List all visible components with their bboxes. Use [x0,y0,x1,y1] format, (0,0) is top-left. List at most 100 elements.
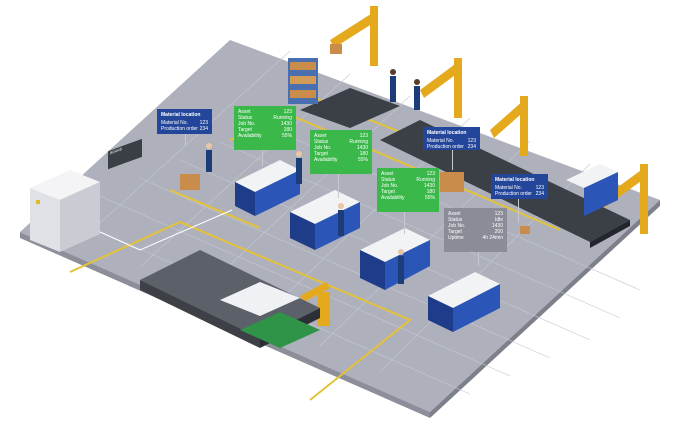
card-field-label: Status [314,139,329,145]
floor-edge-right [430,200,660,418]
card-field-value: 180 [359,151,368,157]
card-field-label: Material No. [495,185,522,191]
card-field-value: 123 [494,211,503,217]
card-field-label: Job No. [448,223,466,229]
card-row: Availability 55% [314,157,368,163]
card-title: Material location [161,112,201,118]
card-field-label: Target [238,127,252,133]
card-row: Job No. 1430 [381,183,435,189]
card-field-value: 123 [426,171,435,177]
card-field-label: Production order [161,126,198,132]
card-row: Availability 55% [238,133,292,139]
card-field-value: 55% [357,157,368,163]
card-row: Job No. 1430 [238,121,292,127]
card-row: Status Running [314,139,368,145]
workers [206,69,420,284]
card-field-value: 234 [199,126,208,132]
card-field-label: Production order [495,191,532,197]
card-field-label: Target [381,189,395,195]
leader-line [518,199,519,223]
card-field-value: 234 [467,144,476,150]
card-field-label: Asset [238,109,251,115]
card-field-label: Asset [314,133,327,139]
card-field-value: Idle [494,217,503,223]
card-row: Availability 55% [381,195,435,201]
conveyor-belt-edge [590,220,630,248]
card-field-value: 123 [199,120,208,126]
card-field-label: Status [448,217,463,223]
card-field-label: Job No. [314,145,332,151]
leader-line [185,134,186,146]
card-row: Asset 123 [314,133,368,139]
card-field-label: Target [448,229,462,235]
assembly-line [140,250,320,348]
card-field-value: 180 [426,189,435,195]
card-field-value: Running [416,177,435,183]
card-field-label: Status [381,177,396,183]
card-field-label: Availability [314,157,338,163]
card-row: Target 180 [381,189,435,195]
electrical-cabinet [30,170,100,252]
card-field-label: Asset [448,211,461,217]
conveyor-belt [300,88,400,128]
card-field-label: Target [314,151,328,157]
card-field-value: Running [273,115,292,121]
card-row: Status Idle [448,217,503,223]
card-field-label: Production order [427,144,464,150]
card-row: Status Running [238,115,292,121]
leader-line [452,148,453,170]
card-row: Asset 123 [381,171,435,177]
pallet-boxes [180,44,530,234]
card-field-label: Availability [238,133,262,139]
network-line [99,209,233,251]
card-field-label: Uptime [448,235,464,241]
leader-line [478,252,479,266]
card-field-label: Job No. [238,121,256,127]
leader-line [404,212,405,234]
card-row: Target 200 [448,229,503,235]
card-field-value: 4h 24min [482,235,503,241]
cnc-machines [235,160,618,332]
card-field-value: 123 [535,185,544,191]
card-title: Material location [495,177,535,183]
card-row: Target 180 [314,151,368,157]
card-field-value: 1430 [491,223,503,229]
card-row: Asset 123 [238,109,292,115]
card-field-value: Running [349,139,368,145]
card-row: Asset 123 [448,211,503,217]
card-field-value: 123 [359,133,368,139]
card-field-label: Availability [381,195,405,201]
card-field-value: 123 [283,109,292,115]
card-field-value: 1430 [423,183,435,189]
card-field-value: 55% [424,195,435,201]
card-field-value: 1430 [280,121,292,127]
board-text: BOARD [110,148,123,157]
card-field-label: Material No. [427,138,454,144]
card-field-label: Status [238,115,253,121]
card-field-label: Asset [381,171,394,177]
card-field-value: 200 [494,229,503,235]
card-row: Status Running [381,177,435,183]
leader-line [338,174,339,198]
leader-line [262,150,263,166]
card-field-value: 1430 [356,145,368,151]
storage-shelf [288,58,318,104]
card-row: Job No. 1430 [314,145,368,151]
card-row: Job No. 1430 [448,223,503,229]
card-field-label: Job No. [381,183,399,189]
card-row: Material No.123 [161,120,208,126]
card-row: Material No. 123 [495,185,544,191]
card-field-value: 55% [281,133,292,139]
